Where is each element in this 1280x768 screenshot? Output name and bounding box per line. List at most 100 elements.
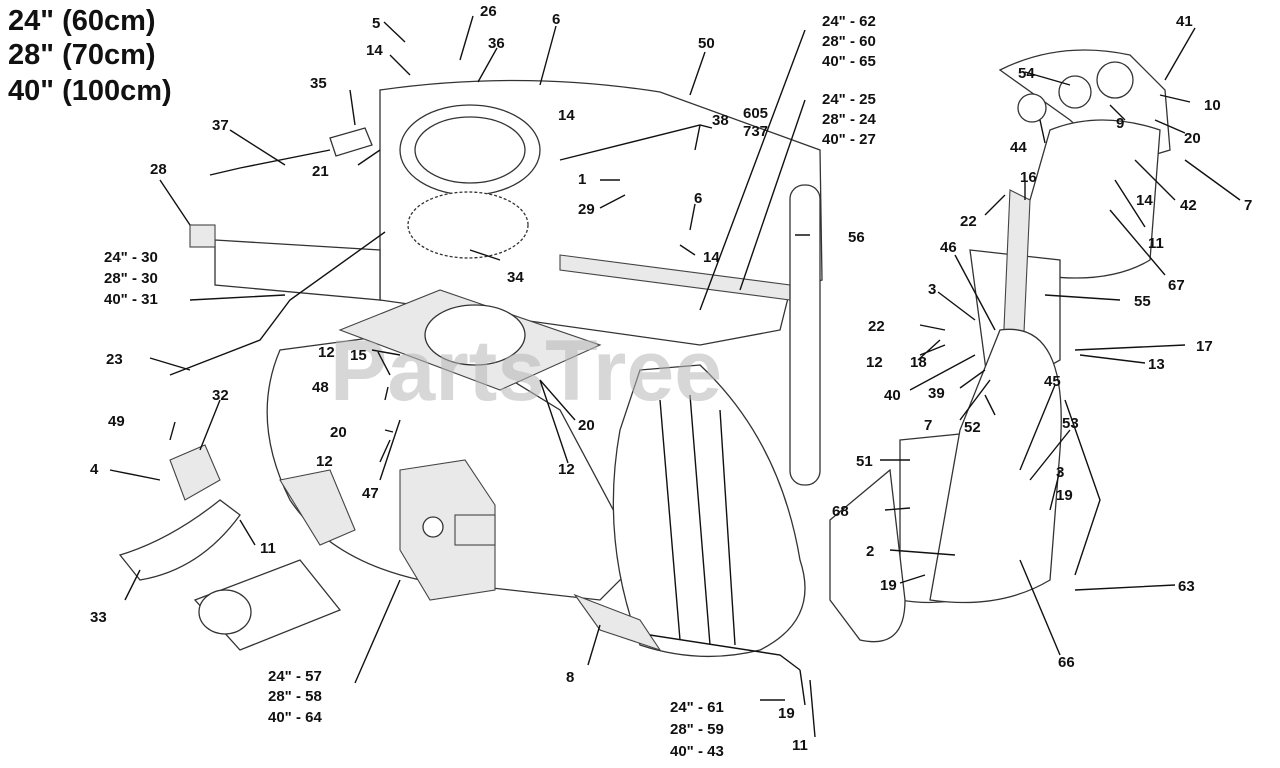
callout-54: 54	[1018, 65, 1035, 82]
callout-19: 19	[778, 705, 795, 722]
callout-2: 2	[866, 543, 874, 560]
scraper-bar	[649, 634, 801, 671]
callout-22: 22	[960, 213, 977, 230]
bracket-32	[169, 444, 221, 501]
auger-housing-drawing	[118, 79, 823, 671]
pulley-54	[1058, 75, 1092, 109]
callout-20: 20	[330, 424, 347, 441]
callout-49: 49	[108, 413, 125, 430]
flange-33	[198, 589, 252, 635]
callout-13: 13	[1148, 356, 1165, 373]
callout-17: 17	[1196, 338, 1213, 355]
callout-40: 40	[884, 387, 901, 404]
rotation-ring-inner	[414, 116, 526, 184]
callout-23: 23	[106, 351, 123, 368]
variant-30-24: 24" - 30	[104, 249, 158, 266]
side-plate	[399, 459, 496, 601]
callout-37: 37	[212, 117, 229, 134]
callout-51: 51	[856, 453, 873, 470]
callout-11: 11	[1148, 235, 1164, 252]
callout-38: 38	[712, 112, 729, 129]
callout-35: 35	[310, 75, 327, 92]
callout-50: 50	[698, 35, 715, 52]
callout-7: 7	[1244, 197, 1252, 214]
callout-56: 56	[848, 229, 865, 246]
callout-14: 14	[703, 249, 720, 266]
callouts: 5 26 6 50 14 36 35 37 14 21 38 605 737 2…	[90, 3, 1252, 754]
callout-19: 19	[880, 577, 897, 594]
callout-45: 45	[1044, 373, 1061, 390]
callout-7: 7	[924, 417, 932, 434]
variant-57-40: 40" - 64	[268, 709, 322, 726]
size-label-40: 40" (100cm)	[8, 75, 172, 107]
callout-12: 12	[318, 344, 335, 361]
callout-9: 9	[1116, 115, 1124, 132]
chute-extension-68	[829, 468, 906, 643]
callout-68: 68	[832, 503, 849, 520]
callout-29: 29	[578, 201, 595, 218]
callout-39: 39	[928, 385, 945, 402]
callout-36: 36	[488, 35, 505, 52]
callout-3: 3	[928, 281, 936, 298]
callout-19: 19	[1056, 487, 1073, 504]
callout-3: 3	[1056, 464, 1064, 481]
chute-body-66	[929, 328, 1062, 604]
callout-55: 55	[1134, 293, 1151, 310]
variant-groups: 24" - 62 28" - 60 40" - 65 24" - 25 28" …	[104, 13, 876, 760]
chute-cable	[1064, 399, 1101, 576]
callout-5: 5	[372, 15, 380, 32]
ring-gear	[407, 191, 529, 259]
crank-gear	[329, 127, 373, 157]
callout-28: 28	[150, 161, 167, 178]
callout-4: 4	[90, 461, 99, 478]
pulley-44	[1017, 93, 1047, 123]
callout-52: 52	[964, 419, 981, 436]
callout-20: 20	[1184, 130, 1201, 147]
leader-lines	[109, 15, 1241, 738]
bracket-left	[279, 469, 356, 546]
callout-11: 11	[260, 540, 276, 557]
watermark: PartsTree	[330, 323, 722, 419]
callout-16: 16	[1020, 169, 1037, 186]
callout-8: 8	[566, 669, 574, 686]
callout-14: 14	[366, 42, 383, 59]
rod-block	[189, 224, 216, 248]
variant-57-24: 24" - 57	[268, 668, 322, 685]
callout-33: 33	[90, 609, 107, 626]
side-plate-hole	[422, 516, 444, 538]
size-label-24: 24" (60cm)	[8, 5, 156, 37]
callout-737: 737	[743, 123, 768, 140]
variant-57-28: 28" - 58	[268, 688, 322, 705]
callout-22: 22	[868, 318, 885, 335]
callout-6: 6	[552, 11, 560, 28]
variant-62-40: 40" - 65	[822, 53, 876, 70]
callout-34: 34	[507, 269, 524, 286]
impeller-cone	[612, 364, 806, 658]
skid-shoe	[118, 499, 241, 581]
callout-48: 48	[312, 379, 329, 396]
callout-47: 47	[362, 485, 379, 502]
impeller-ribs	[659, 394, 736, 646]
discharge-chute-drawing	[829, 49, 1171, 643]
callout-15: 15	[350, 347, 367, 364]
variant-30-40: 40" - 31	[104, 291, 158, 308]
variant-30-28: 28" - 30	[104, 270, 158, 287]
callout-18: 18	[910, 354, 927, 371]
size-legend: 24" (60cm) 28" (70cm) 40" (100cm)	[8, 5, 172, 107]
callout-14: 14	[558, 107, 575, 124]
callout-46: 46	[940, 239, 957, 256]
callout-1: 1	[578, 171, 586, 188]
callout-21: 21	[312, 163, 329, 180]
callout-26: 26	[480, 3, 497, 20]
chute-opening	[424, 304, 526, 366]
callout-66: 66	[1058, 654, 1075, 671]
callout-14: 14	[1136, 192, 1153, 209]
callout-44: 44	[1010, 139, 1027, 156]
bearing-block	[454, 514, 496, 546]
callout-42: 42	[1180, 197, 1197, 214]
variant-62-28: 28" - 60	[822, 33, 876, 50]
variant-62-24: 24" - 62	[822, 13, 876, 30]
callout-32: 32	[212, 387, 229, 404]
variant-25-28: 28" - 24	[822, 111, 876, 128]
